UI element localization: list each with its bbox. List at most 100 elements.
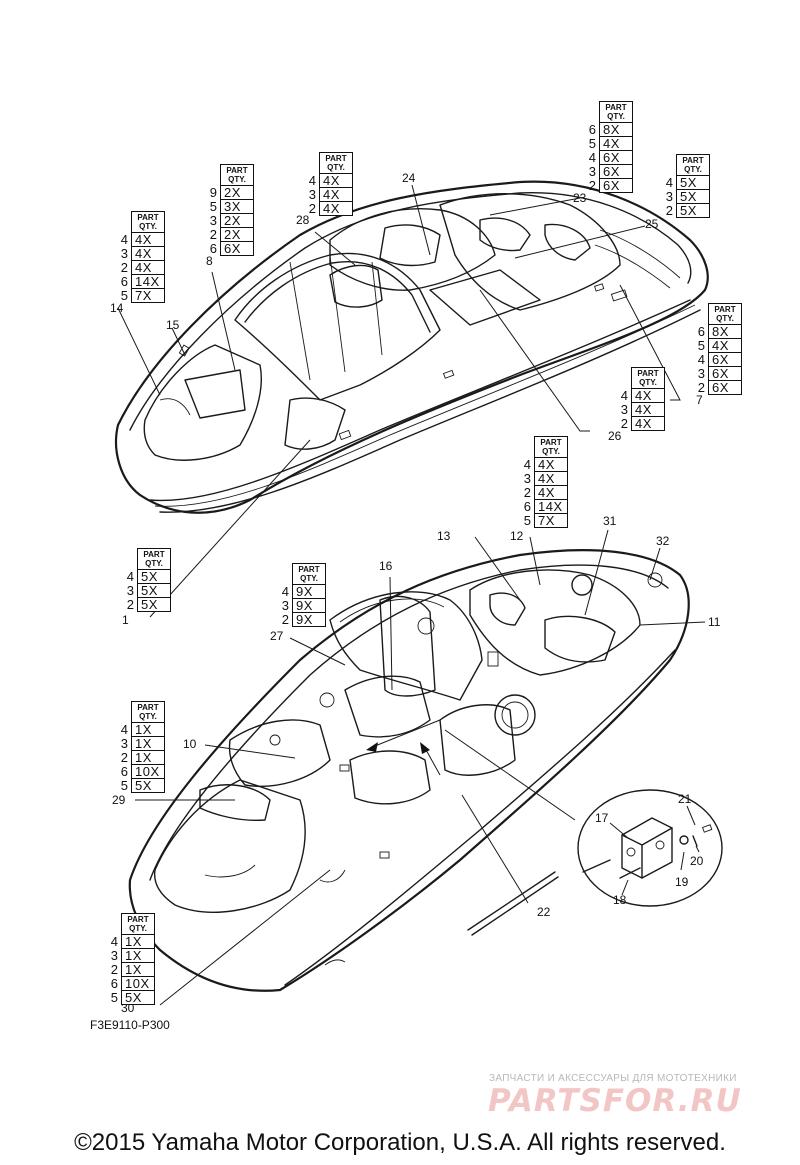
qty-row-code: 3: [126, 583, 134, 598]
callout-1: 1: [122, 613, 129, 627]
qty-row-quantity: 8X: [599, 123, 633, 137]
qty-row-quantity: 10X: [121, 977, 155, 991]
qty-row-code: 3: [308, 187, 316, 202]
qty-row-quantity: 5X: [137, 584, 171, 598]
qty-row-code: 6: [120, 274, 128, 289]
qty-row-code: 3: [523, 471, 531, 486]
bracket-detail-drawing: [577, 789, 723, 907]
qty-row-code: 3: [120, 736, 128, 751]
qty-row-code: 3: [110, 948, 118, 963]
callout-10: 10: [183, 737, 197, 751]
qty-row-code: 4: [665, 175, 673, 190]
watermark-logo: PARTSFOR.RU: [488, 1083, 742, 1119]
qty-row-quantity: 6X: [708, 367, 742, 381]
qty-row-quantity: 7X: [131, 289, 165, 303]
qty-row-quantity: 2X: [220, 228, 254, 242]
diagram-reference-code: F3E9110-P300: [90, 1018, 170, 1032]
callout-28: 28: [296, 213, 310, 227]
callout-18: 18: [613, 893, 627, 907]
qty-row-code: 6: [697, 324, 705, 339]
qty-row-quantity: 4X: [708, 339, 742, 353]
qty-row-quantity: 1X: [121, 949, 155, 963]
qty-row-code: 4: [281, 584, 289, 599]
qty-row-code: 6: [523, 499, 531, 514]
qty-table-header: PART QTY.: [599, 101, 633, 123]
qty-row-quantity: 10X: [131, 765, 165, 779]
callout-7: 7: [696, 393, 703, 407]
qty-row-code: 2: [110, 962, 118, 977]
qty-row-code: 3: [697, 366, 705, 381]
qty-row-quantity: 5X: [137, 570, 171, 584]
callout-13: 13: [437, 529, 451, 543]
callout-8: 8: [206, 254, 213, 268]
callout-22: 22: [537, 905, 551, 919]
qty-row-quantity: 6X: [599, 151, 633, 165]
qty-row-code: 6: [588, 122, 596, 137]
qty-row-quantity: 5X: [676, 190, 710, 204]
watermark-tagline: ЗАПЧАСТИ И АКСЕССУАРЫ ДЛЯ МОТОТЕХНИКИ: [489, 1073, 737, 1084]
qty-row-quantity: 8X: [708, 325, 742, 339]
callout-11: 11: [708, 615, 721, 629]
callout-32: 32: [656, 534, 670, 548]
qty-row-code: 3: [588, 164, 596, 179]
qty-table-header: PART QTY.: [137, 548, 171, 570]
qty-row-quantity: 6X: [599, 165, 633, 179]
qty-row-code: 4: [697, 352, 705, 367]
qty-row-quantity: 4X: [131, 233, 165, 247]
qty-row-quantity: 4X: [319, 188, 353, 202]
qty-row-quantity: 4X: [131, 247, 165, 261]
qty-row-code: 4: [620, 388, 628, 403]
qty-row-quantity: 6X: [599, 179, 633, 193]
qty-row-code: 5: [120, 288, 128, 303]
qty-row-quantity: 3X: [220, 200, 254, 214]
qty-row-code: 2: [281, 612, 289, 627]
qty-row-code: 5: [120, 778, 128, 793]
callout-17: 17: [595, 811, 609, 825]
qty-table-header: PART QTY.: [676, 154, 710, 176]
qty-row-code: 2: [697, 380, 705, 395]
qty-row-quantity: 4X: [599, 137, 633, 151]
qty-row-code: 4: [523, 457, 531, 472]
qty-row-quantity: 4X: [534, 458, 568, 472]
qty-row-code: 2: [120, 750, 128, 765]
qty-row-code: 9: [209, 185, 217, 200]
qty-row-quantity: 1X: [121, 963, 155, 977]
qty-row-quantity: 4X: [534, 472, 568, 486]
callout-30: 30: [121, 1001, 135, 1015]
qty-row-code: 4: [120, 232, 128, 247]
qty-table-header: PART QTY.: [631, 367, 665, 389]
qty-table-header: PART QTY.: [131, 701, 165, 723]
qty-row-quantity: 1X: [131, 723, 165, 737]
qty-row-quantity: 2X: [220, 214, 254, 228]
qty-table-header: PART QTY.: [319, 152, 353, 174]
qty-row-code: 4: [120, 722, 128, 737]
qty-row-code: 2: [620, 416, 628, 431]
lower-boat-drawing: [128, 549, 690, 992]
qty-row-code: 6: [209, 241, 217, 256]
qty-row-code: 2: [588, 178, 596, 193]
qty-row-code: 6: [110, 976, 118, 991]
qty-row-code: 4: [126, 569, 134, 584]
qty-row-quantity: 4X: [319, 174, 353, 188]
qty-row-code: 5: [697, 338, 705, 353]
callout-31: 31: [603, 514, 617, 528]
callout-15: 15: [166, 318, 180, 332]
callout-29: 29: [112, 793, 126, 807]
callout-16: 16: [379, 559, 393, 573]
qty-row-code: 4: [110, 934, 118, 949]
leader-lines: [117, 184, 706, 1006]
qty-row-code: 4: [588, 150, 596, 165]
qty-row-code: 4: [308, 173, 316, 188]
qty-row-code: 5: [110, 990, 118, 1005]
qty-row-quantity: 2X: [220, 186, 254, 200]
qty-row-quantity: 9X: [292, 599, 326, 613]
qty-row-quantity: 4X: [319, 202, 353, 216]
qty-table-header: PART QTY.: [534, 436, 568, 458]
qty-row-quantity: 5X: [676, 204, 710, 218]
qty-table-header: PART QTY.: [121, 913, 155, 935]
qty-row-quantity: 4X: [631, 389, 665, 403]
qty-row-code: 5: [209, 199, 217, 214]
callout-24: 24: [402, 171, 416, 185]
qty-row-quantity: 5X: [676, 176, 710, 190]
qty-row-code: 3: [209, 213, 217, 228]
